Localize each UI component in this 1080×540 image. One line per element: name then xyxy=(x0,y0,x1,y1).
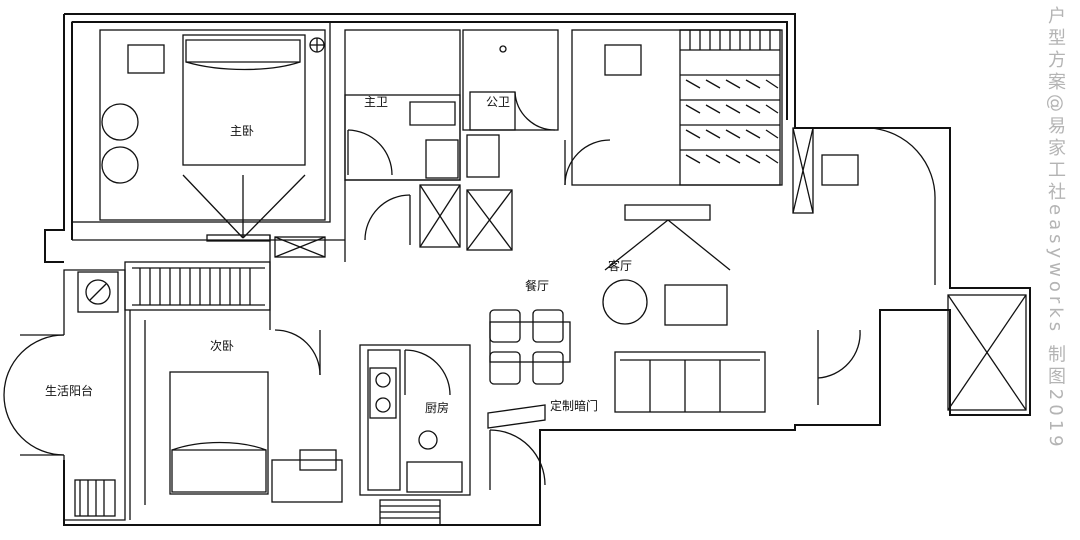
cook-figure xyxy=(418,430,438,450)
master-bathroom xyxy=(344,29,461,248)
coffee-table xyxy=(602,279,648,325)
label-living-room: 客厅 xyxy=(608,258,632,273)
entry-steps xyxy=(379,499,441,526)
label-master-bedroom: 主卧 xyxy=(230,124,254,138)
sofa xyxy=(614,351,766,413)
kitchen xyxy=(359,344,471,496)
east-balcony xyxy=(792,127,1027,411)
label-custom-hidden-door: 定制暗门 xyxy=(550,398,598,413)
master-bed xyxy=(182,34,306,166)
label-public-bath: 公卫 xyxy=(486,95,510,109)
washing-machine xyxy=(77,271,119,313)
label-utility-balcony: 生活阳台 xyxy=(45,383,93,398)
label-kitchen: 厨房 xyxy=(425,400,449,415)
dining-table xyxy=(489,321,571,363)
credit-watermark: 户型方案@易家工社easyworks 制图2019 xyxy=(1045,6,1066,451)
desk-chair xyxy=(127,44,165,74)
second-bed xyxy=(169,371,269,495)
stool-2 xyxy=(101,146,139,184)
stool-1 xyxy=(101,103,139,141)
sink xyxy=(406,461,463,493)
partition-walls xyxy=(72,180,346,330)
label-master-bath: 主卫 xyxy=(364,95,388,109)
public-bathroom xyxy=(462,29,559,251)
master-bedroom xyxy=(71,21,331,242)
north-room xyxy=(564,29,783,186)
second-bedroom xyxy=(124,261,343,520)
stove xyxy=(369,367,397,419)
label-dining-room: 餐厅 xyxy=(525,278,549,293)
tv-view-line xyxy=(182,174,244,239)
utility-balcony xyxy=(3,269,126,521)
outer-walls xyxy=(44,13,1031,526)
living-dining xyxy=(487,204,766,490)
label-second-bedroom: 次卧 xyxy=(210,339,234,353)
tv-cabinet xyxy=(664,284,728,326)
